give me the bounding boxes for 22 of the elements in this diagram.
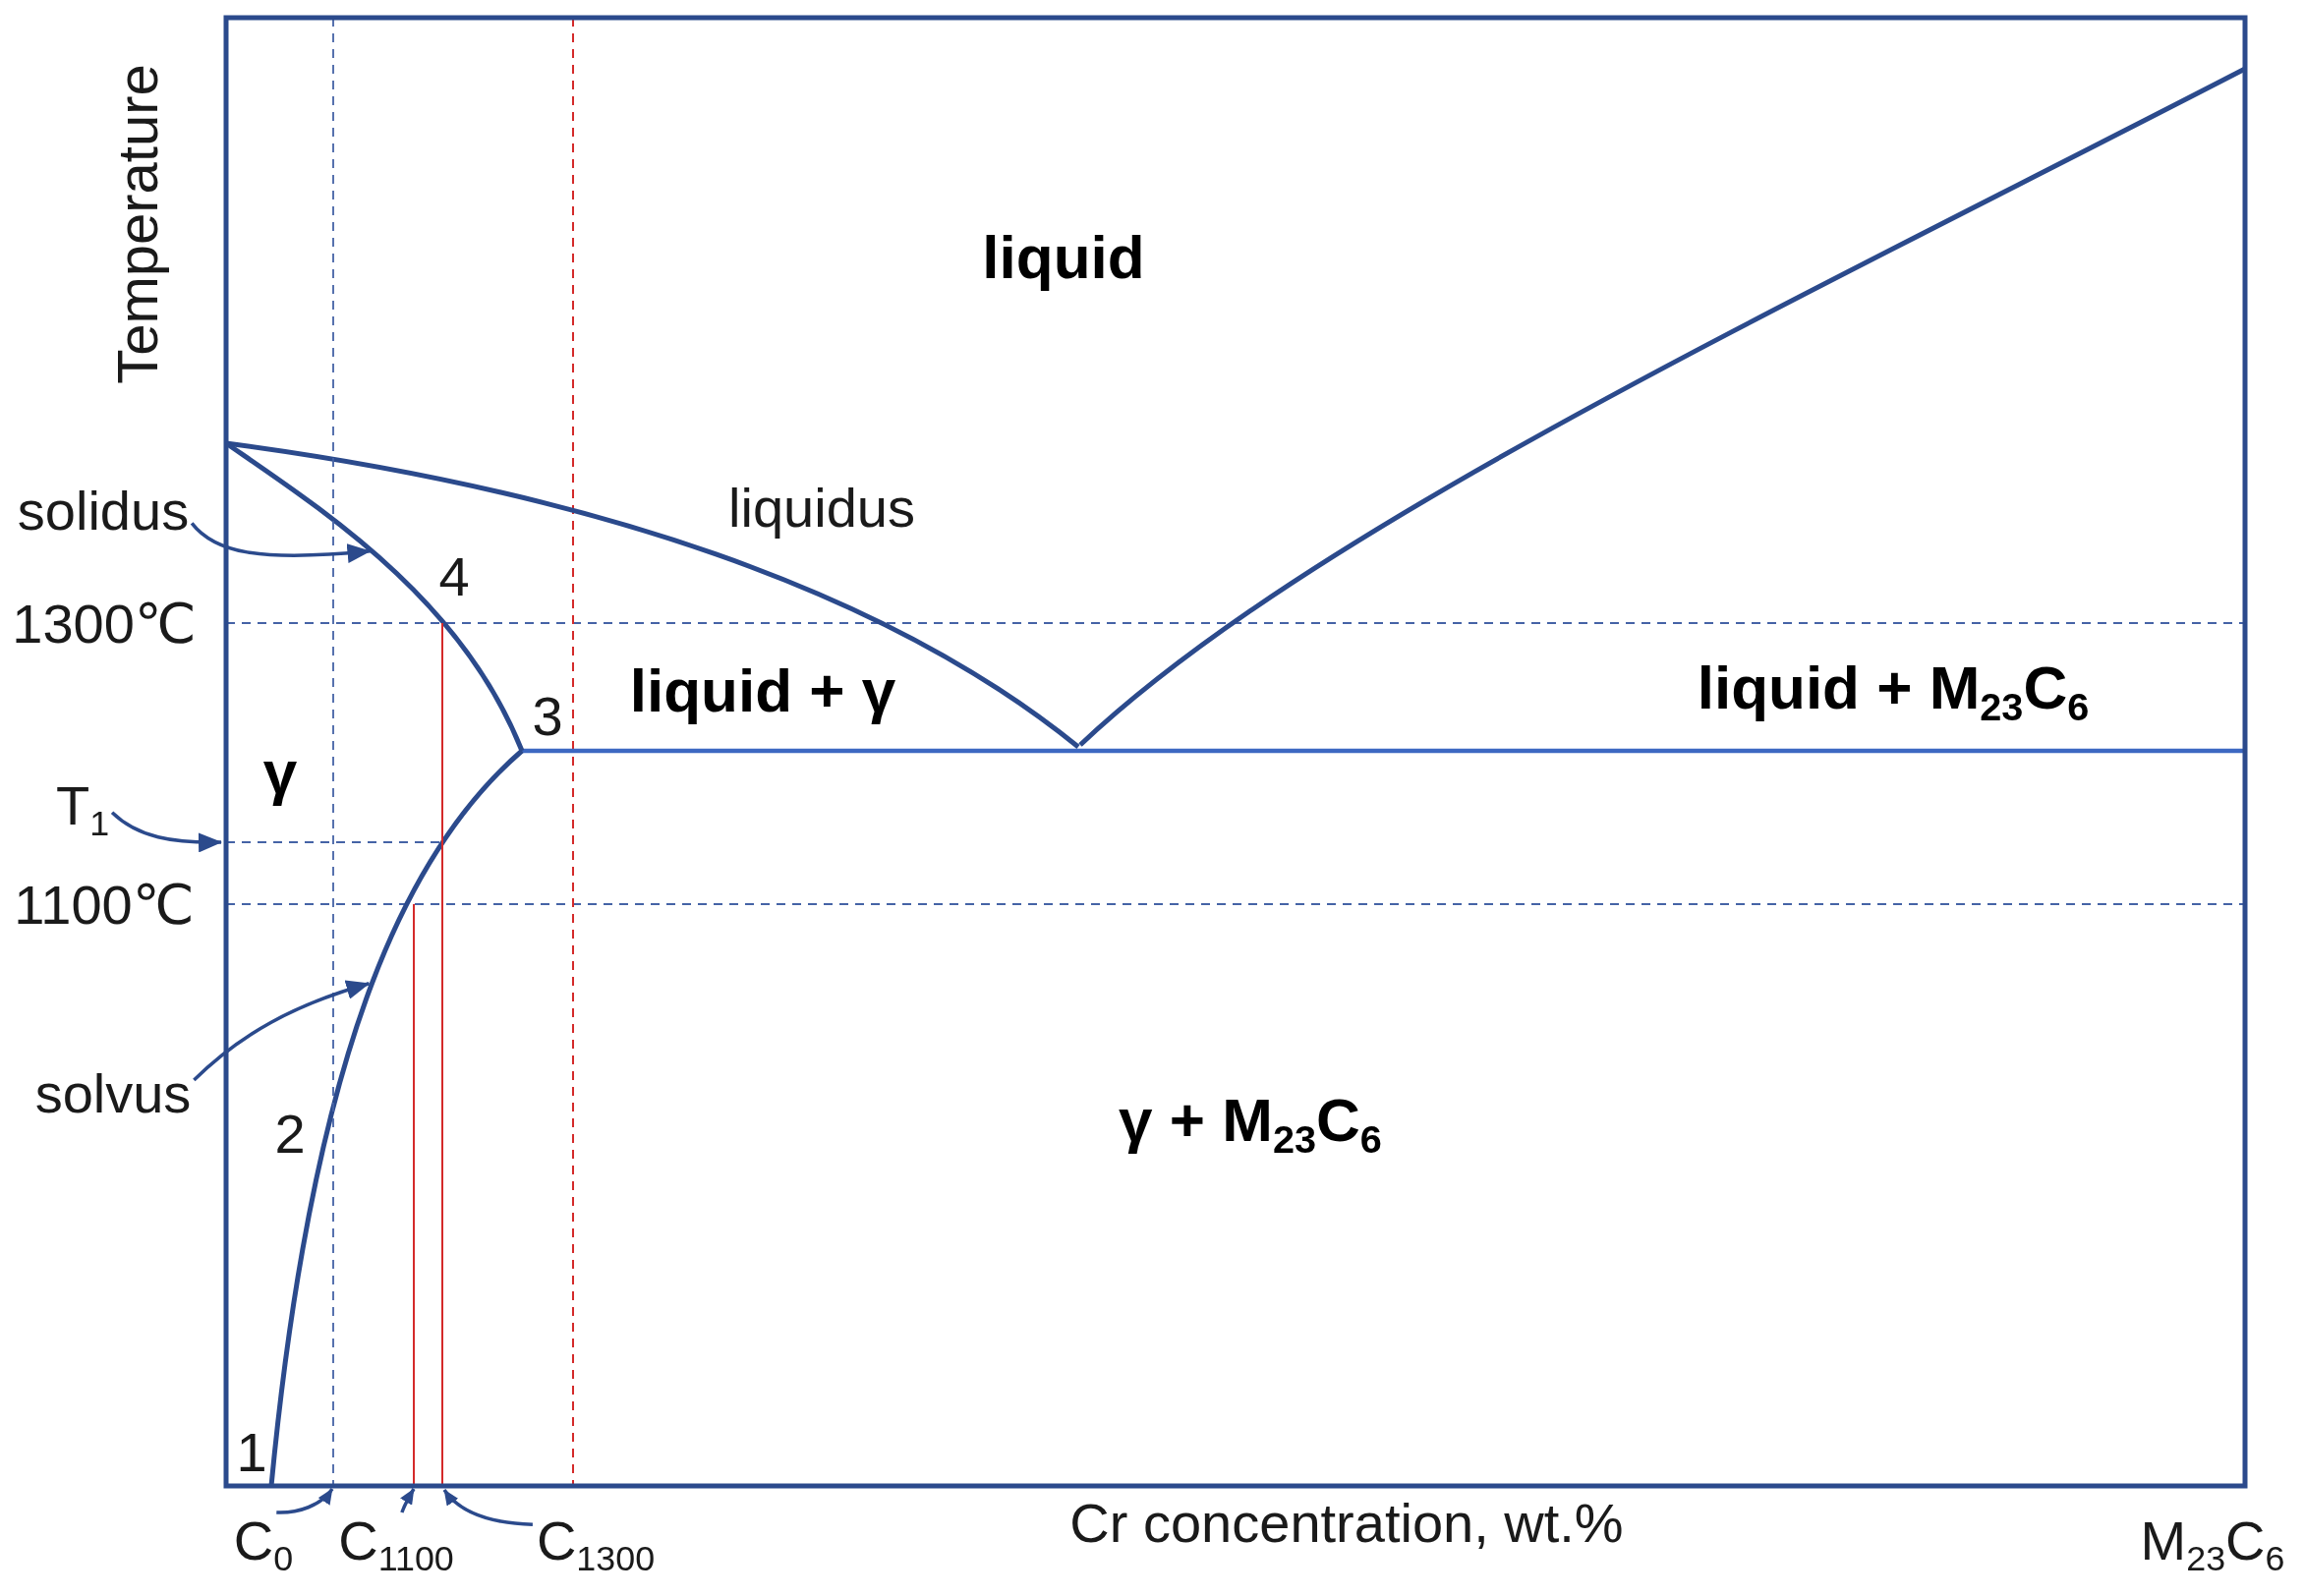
composition-label: C$_{0}$ [233,1513,294,1568]
temperature-label: 1100℃ [14,878,195,933]
composition-line [441,622,443,1487]
leader-arrow [400,1488,416,1513]
point-number: 4 [438,549,470,604]
point-number: 1 [236,1425,267,1480]
leader-arrow [442,1488,533,1526]
temperature-label: T$_{1}$ [55,778,110,833]
point-number: 3 [532,689,563,744]
curve-label: solvus [34,1066,192,1121]
axis-title: Cr concentration, wt.% [1069,1496,1624,1551]
point-number: 2 [274,1107,306,1162]
composition-label: C$_{1300}$ [536,1513,656,1568]
temperature-label: 1300℃ [12,597,197,652]
leader-arrow [193,980,371,1082]
curve-label: solidus [17,484,190,539]
composition-label: C$_{1100}$ [338,1513,454,1568]
end-member-label: M$_{23}$C$_{6}$ [2140,1513,2285,1568]
leader-arrow [110,811,222,853]
leader-arrow [190,522,372,563]
leader-arrow [276,1487,334,1514]
composition-line [413,903,415,1487]
